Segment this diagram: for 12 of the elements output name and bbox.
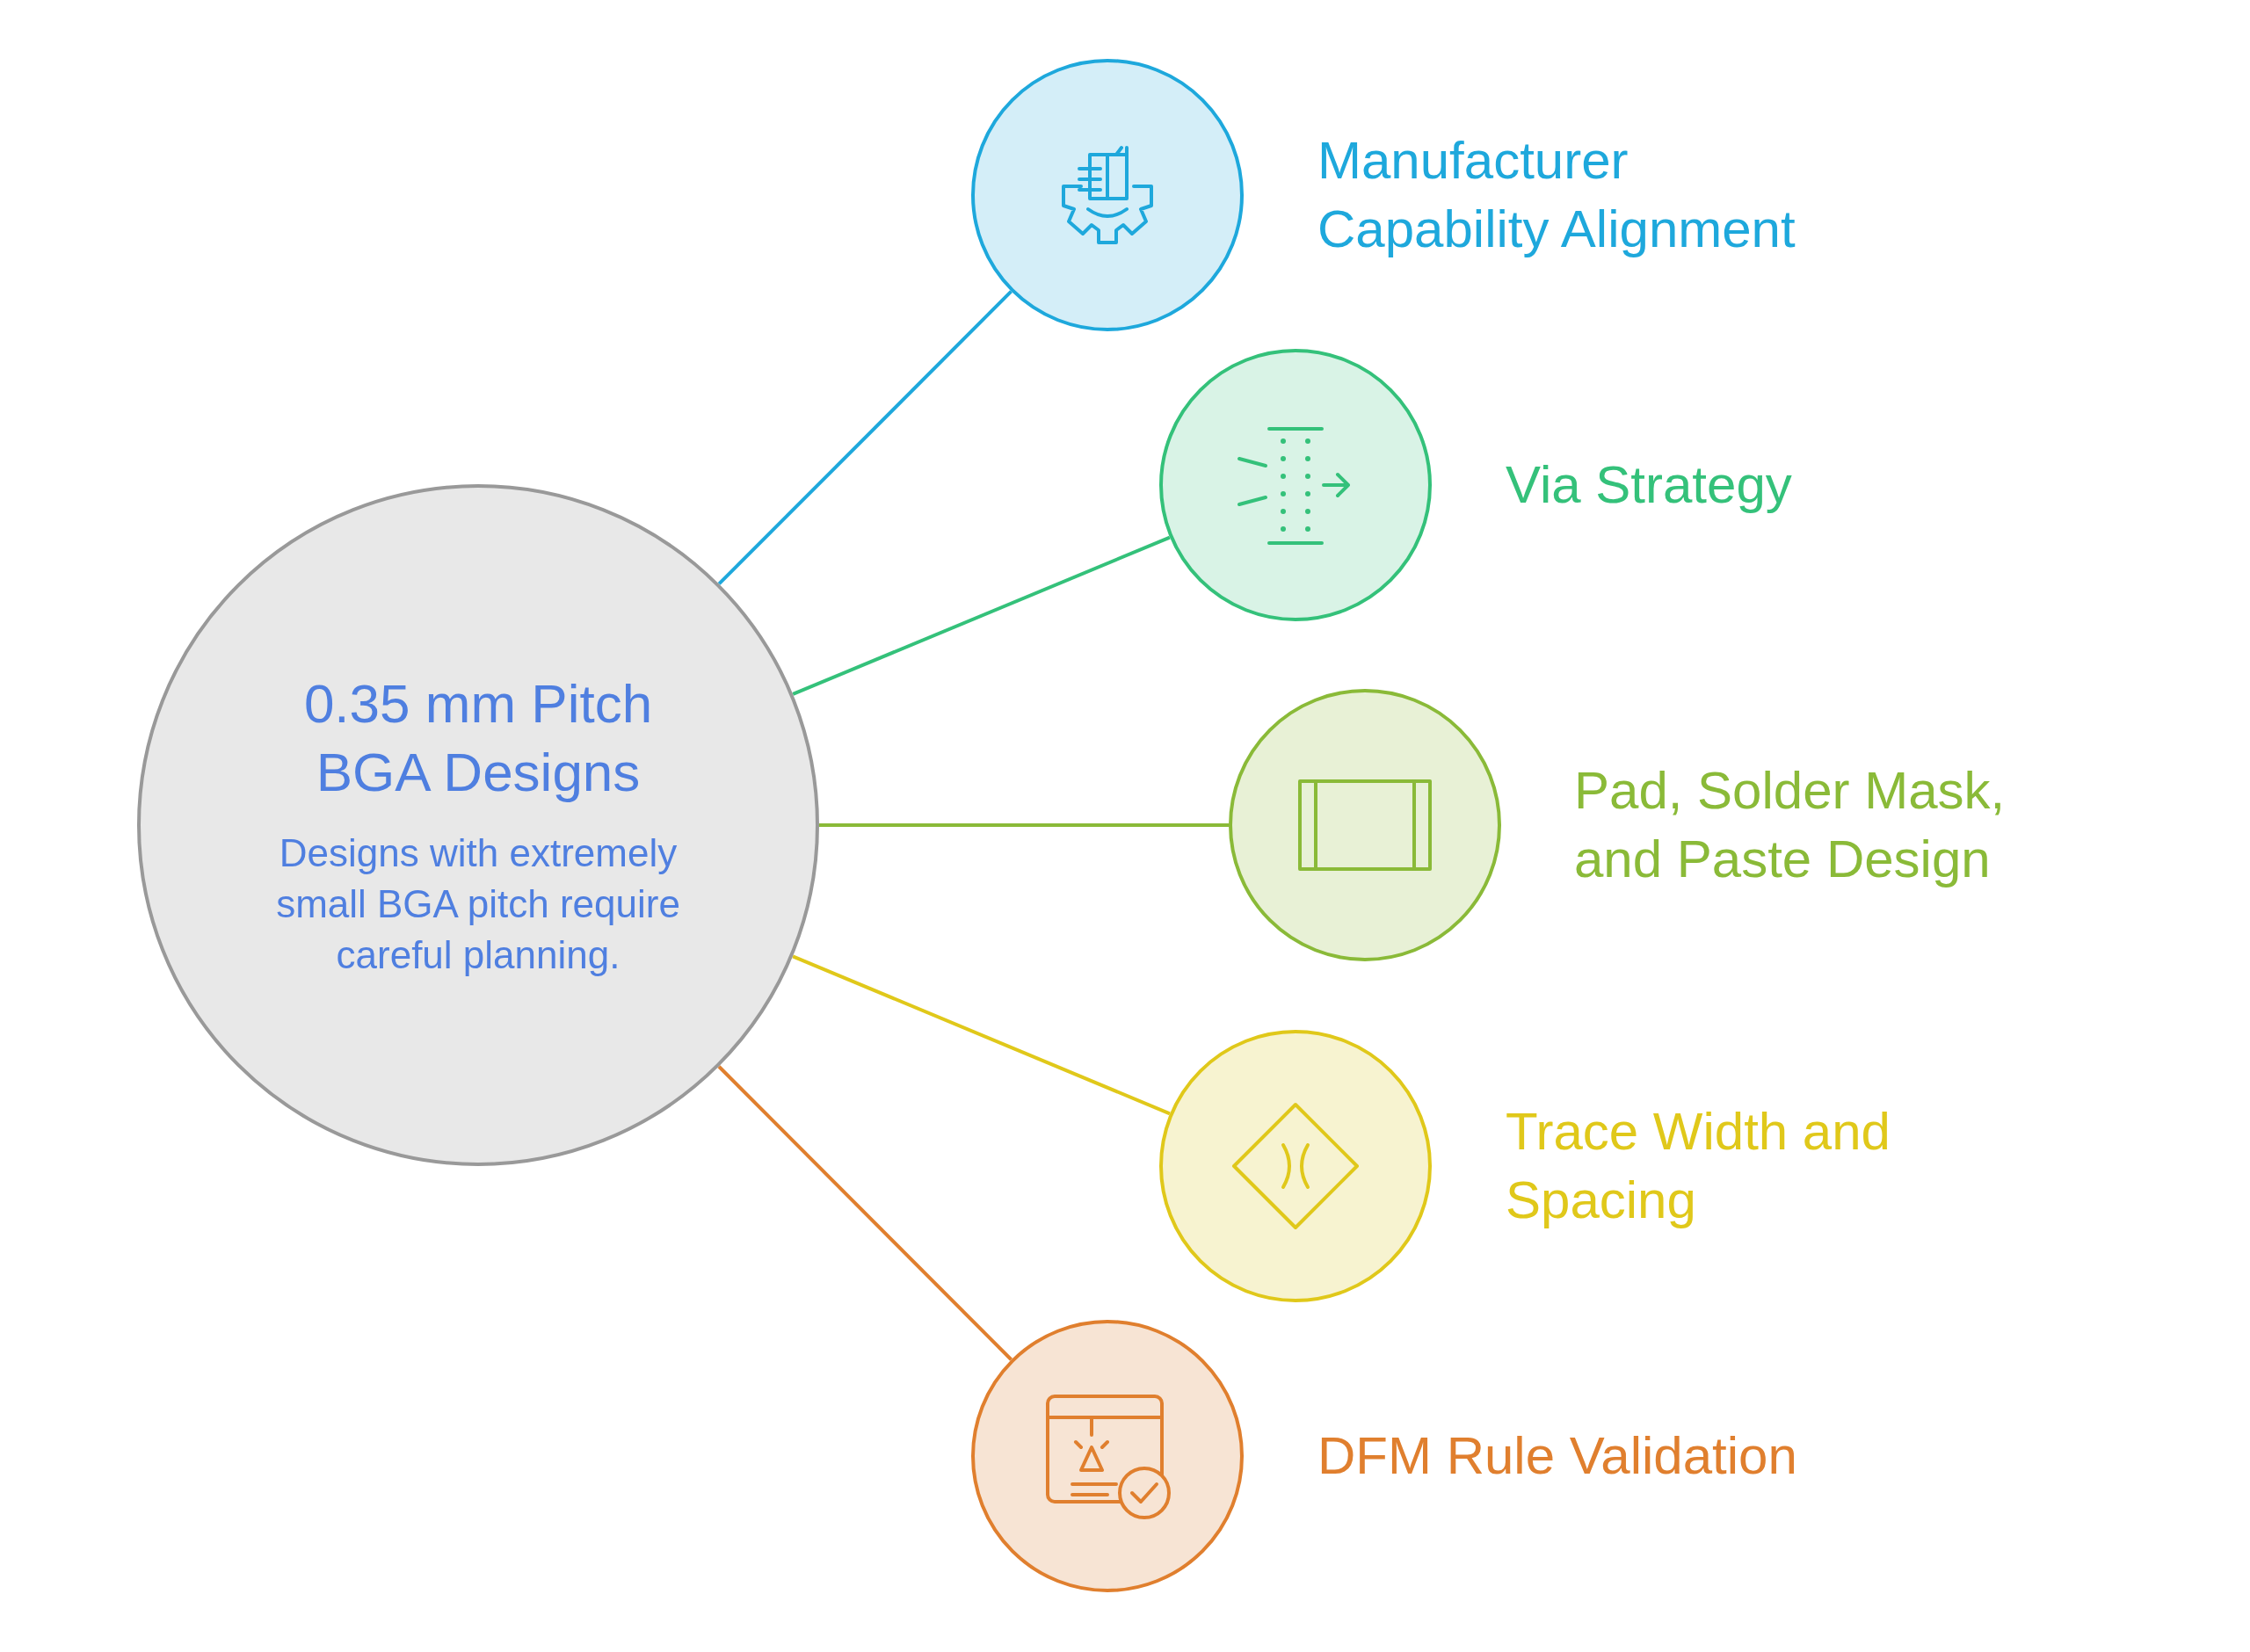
description: Designs with extremely small BGA pitch require careful planning. (275, 830, 681, 978)
heading: 0.35 mm Pitch BGA Designs (302, 672, 654, 804)
label: Pad, Solder Mask, and Paste Design (1574, 760, 2007, 890)
connector-line (819, 823, 1229, 827)
connector-line (792, 954, 1171, 1116)
label: DFM Rule Validation (1317, 1425, 1798, 1487)
connector-line (717, 290, 1012, 585)
label: Manufacturer Capability Alignment (1317, 130, 1796, 260)
connector-line (792, 535, 1171, 696)
label: Trace Width and Spacing (1506, 1101, 1891, 1231)
label: Via Strategy (1506, 454, 1793, 516)
connector-line (717, 1065, 1012, 1361)
